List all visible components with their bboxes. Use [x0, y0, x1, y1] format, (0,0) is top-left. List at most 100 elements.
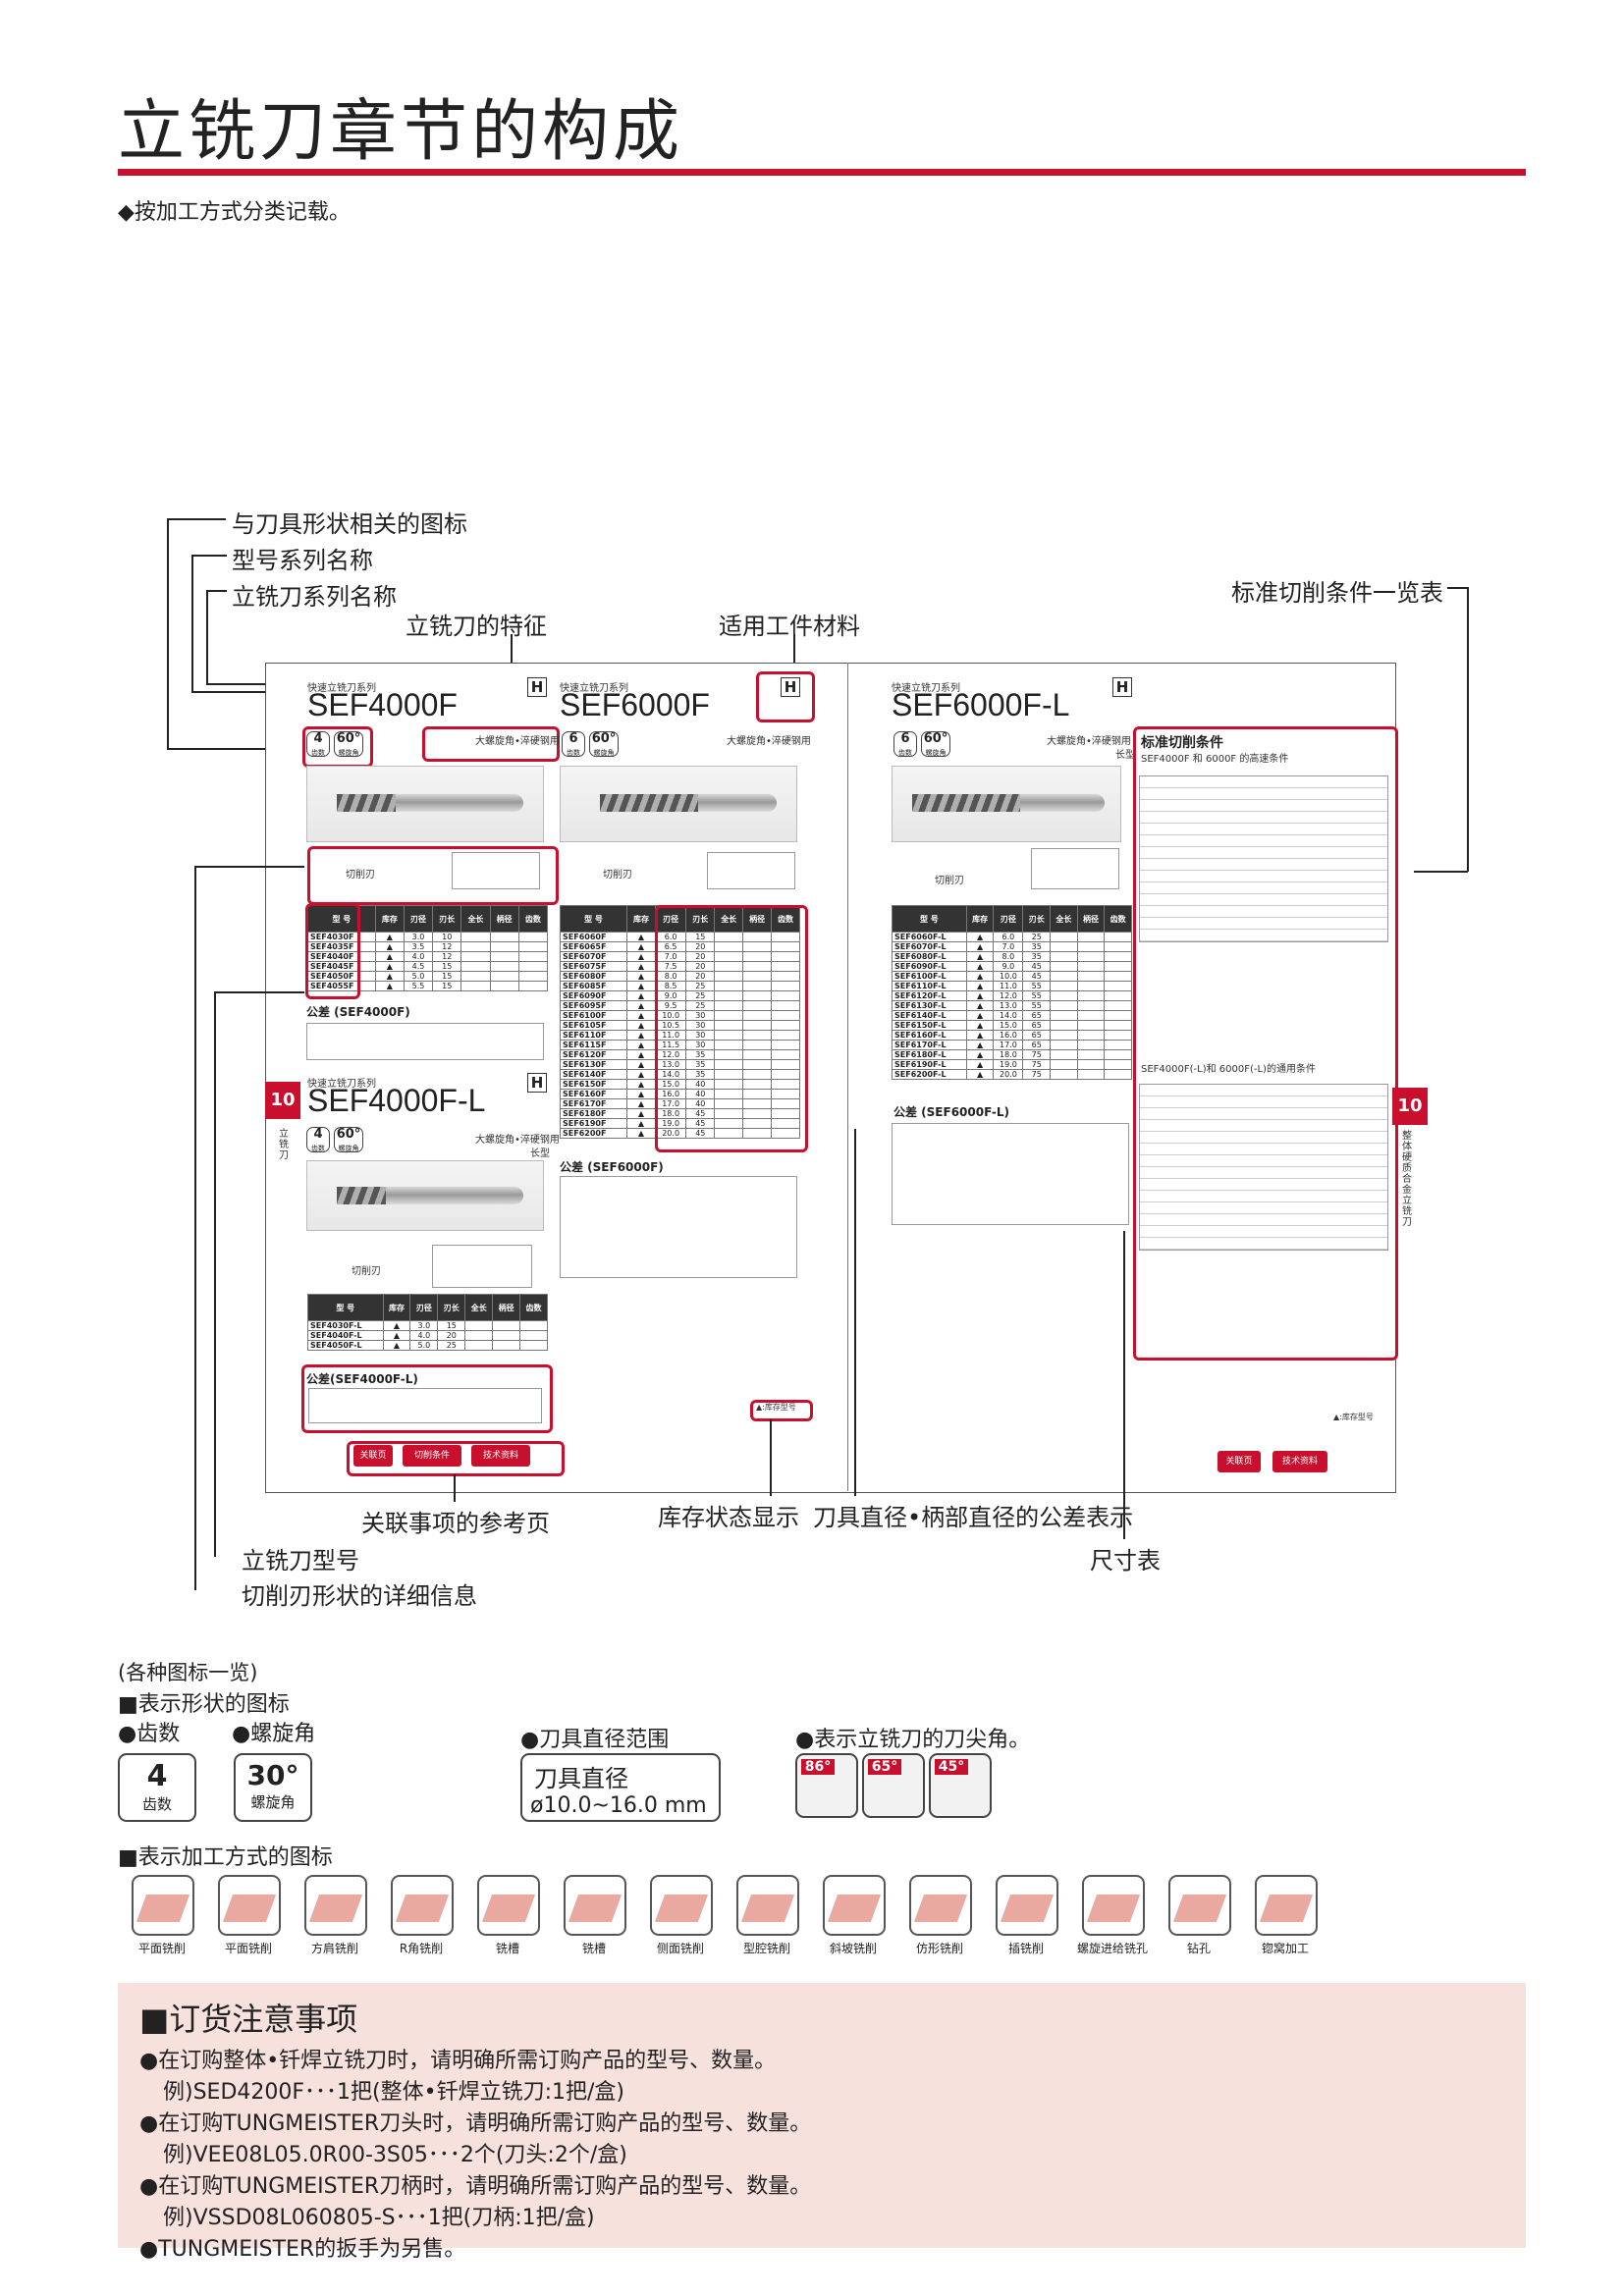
model-cell: SEF4040F-L	[307, 1330, 384, 1341]
stock-tag: ▲:库存型号	[756, 1403, 796, 1412]
leader-line	[206, 590, 208, 684]
table-cell: ▲	[382, 1340, 411, 1351]
machining-method-icon	[996, 1875, 1058, 1936]
related-page-button[interactable]: 关联页	[1218, 1451, 1261, 1472]
model-cell: SEF6065F	[559, 941, 628, 952]
series-label: 快速立铣刀系列	[307, 683, 376, 694]
edge-label: 切削刃	[603, 870, 632, 881]
tolerance-6000fl-label: 公差 (SEF6000F-L)	[893, 1105, 1010, 1119]
model-cell: SEF6130F	[559, 1059, 628, 1070]
tip-angle-value: 86°	[801, 1759, 835, 1775]
table-cell	[489, 961, 519, 972]
model-cell: SEF6100F	[559, 1010, 628, 1021]
dimension-box	[655, 905, 808, 1152]
tolerance-6000fl-table	[892, 1123, 1129, 1225]
table-cell: ▲	[626, 1069, 656, 1080]
stock-tag-box	[750, 1400, 813, 1421]
table-cell	[1050, 1020, 1078, 1031]
table-cell: ▲	[626, 1059, 656, 1070]
machining-method-label: 平面铣削	[137, 1942, 186, 1955]
table-cell: ▲	[965, 971, 995, 982]
machining-method-label: 螺旋进给铣孔	[1076, 1942, 1148, 1955]
table-cell: 10.0	[993, 971, 1024, 982]
model-cell: SEF6060F	[559, 932, 628, 942]
model-cell: SEF4050F-L	[307, 1340, 384, 1351]
feature-text: 大螺旋角•淬硬钢用	[727, 736, 811, 747]
tech-data-button[interactable]: 技术资料	[471, 1445, 530, 1467]
table-cell: 65	[1022, 1030, 1052, 1041]
model-cell: SEF6090F	[559, 990, 628, 1001]
model-cell: SEF6100F-L	[892, 971, 967, 982]
machining-method-icon	[1255, 1875, 1318, 1936]
order-note-line: ●TUNGMEISTER的扳手为另售。	[139, 2237, 466, 2262]
table-cell: 75	[1022, 1059, 1052, 1070]
page-title: 立铣刀章节的构成	[118, 93, 684, 171]
helix-legend-icon: 30° 螺旋角	[234, 1753, 312, 1822]
table-cell: ▲	[626, 1108, 656, 1119]
model-cell: SEF6200F-L	[892, 1069, 967, 1080]
table-cell	[1076, 1040, 1106, 1050]
model-cell: SEF6085F	[559, 981, 628, 991]
leader-line	[194, 866, 304, 868]
cutting-cond-button[interactable]: 切削条件	[403, 1445, 461, 1467]
edge-diagram	[432, 1245, 532, 1288]
table-cell: 4.0	[403, 951, 434, 962]
helix-value: 60°	[923, 731, 948, 746]
table-cell	[1076, 990, 1106, 1001]
table-cell: ▲	[965, 951, 995, 962]
table-cell: ▲	[626, 951, 656, 962]
model-cell: SEF6110F-L	[892, 981, 967, 991]
teeth-legend-label: ●齿数	[118, 1722, 181, 1746]
table-cell: 10	[432, 932, 462, 942]
table-cell	[1076, 981, 1106, 991]
helix-badge: 60°螺旋角	[589, 731, 619, 757]
table-cell: 11.0	[993, 981, 1024, 991]
table-cell	[489, 971, 519, 982]
machining-method-label: 平面铣削	[224, 1942, 272, 1955]
model-sef6000fl: SEF6000F-L	[892, 687, 1070, 722]
table-cell: ▲	[626, 1079, 656, 1090]
table-cell	[1050, 961, 1078, 972]
table-cell: 20	[437, 1330, 466, 1341]
callout-model-series: 型号系列名称	[232, 547, 373, 574]
table-cell	[1104, 1069, 1132, 1080]
callout-material: 适用工件材料	[719, 613, 860, 640]
table-cell	[1076, 1000, 1106, 1011]
table-cell	[1050, 941, 1078, 952]
model-cell: SEF6080F	[559, 971, 628, 982]
table-cell: ▲	[626, 932, 656, 942]
table-cell	[1050, 971, 1078, 982]
related-page-button[interactable]: 关联页	[353, 1445, 393, 1467]
model-cell: SEF6190F	[559, 1118, 628, 1129]
tech-data-button[interactable]: 技术资料	[1272, 1451, 1327, 1472]
edge-label: 切削刃	[935, 876, 964, 886]
table-cell	[1076, 1049, 1106, 1060]
table-cell	[1076, 932, 1106, 942]
table-cell	[1050, 951, 1078, 962]
legend-heading: (各种图标一览)	[118, 1661, 258, 1684]
table-cell	[1076, 971, 1106, 982]
machining-method-label: 铣槽	[495, 1942, 519, 1955]
table-cell: 8.0	[993, 951, 1024, 962]
table-cell	[1104, 1010, 1132, 1021]
cutting-cond-table-2	[1139, 1084, 1388, 1251]
callout-endmill-series: 立铣刀系列名称	[232, 583, 397, 611]
model-cell: SEF6120F	[559, 1049, 628, 1060]
table-cell: 25	[1022, 932, 1052, 942]
table-cell	[519, 1340, 548, 1351]
table-cell	[1104, 961, 1132, 972]
table-cell	[1076, 1059, 1106, 1070]
table-cell	[1076, 1010, 1106, 1021]
table-cell	[1104, 981, 1132, 991]
title-underline	[118, 169, 1526, 176]
table-cell	[1104, 1040, 1132, 1050]
model-sef4000fl: SEF4000F-L	[307, 1083, 486, 1118]
table-cell: ▲	[965, 1059, 995, 1070]
table-cell	[460, 971, 491, 982]
